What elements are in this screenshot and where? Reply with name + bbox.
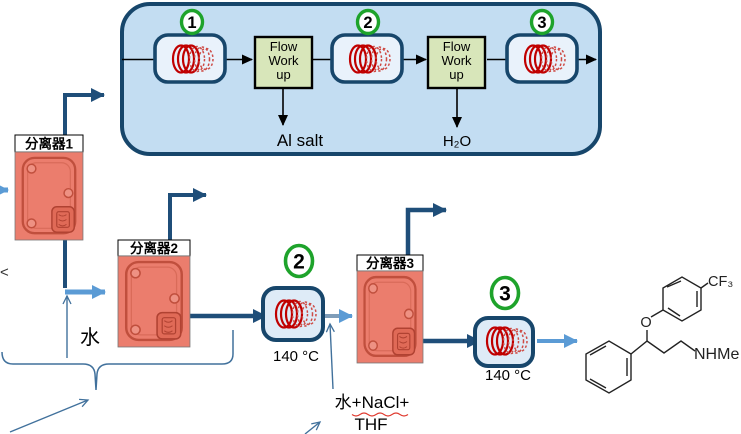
workup2-line3: up — [449, 67, 463, 82]
separator-1-label: 分离器1 — [25, 136, 73, 152]
reactor-2-number: 2 — [293, 251, 305, 274]
separator-2-label: 分离器2 — [130, 240, 178, 256]
reagent-pointer-arrow — [325, 322, 335, 390]
stage-2-number: 2 — [363, 14, 372, 32]
separator3-top-output-arrow — [405, 203, 447, 255]
brace-under-first-stage — [1, 330, 234, 391]
separator2-top-output-arrow — [168, 188, 207, 240]
water-label: 水 — [80, 326, 100, 349]
h2o-label: H₂O — [443, 133, 471, 150]
annotations: 水 水+NaCl+ THF < — [0, 264, 409, 434]
stage-1-number: 1 — [187, 14, 196, 32]
reagent-label-line2: THF — [354, 415, 387, 434]
flow-workup-overview-box: Flow Work up Flow Work up 1 2 3 Al salt … — [120, 2, 602, 156]
reagent-label-line1: 水+NaCl+ — [335, 393, 410, 412]
benzylic-bond — [630, 330, 648, 355]
reactor-2: 2 140 °C — [261, 243, 325, 365]
separator-1: 分离器1 — [13, 134, 85, 242]
overview-stage-badges: 1 2 3 — [179, 8, 555, 36]
overview-coil-reactors — [153, 33, 579, 84]
product-molecule: O CF₃ NHMe — [585, 274, 739, 394]
stage-3-badge — [529, 8, 555, 36]
brace-pointer-arrow — [9, 398, 90, 433]
process-stream-arrows — [0, 88, 578, 348]
clipped-glyph: < — [0, 264, 9, 281]
workup1-line2: Work — [268, 53, 299, 68]
workup1-line3: up — [276, 67, 290, 82]
workup2-line1: Flow — [443, 39, 471, 54]
spellcheck-squiggle — [351, 412, 409, 417]
amine-label: NHMe — [694, 346, 739, 363]
reactor-3-badge — [489, 275, 521, 311]
cf3-aryl-ring — [662, 276, 702, 322]
phenyl-ring-double-bonds — [589, 345, 628, 389]
ether-bond — [650, 309, 664, 318]
phenyl-ring — [585, 340, 632, 394]
clipped-bottom-arrow — [304, 421, 322, 434]
workup1-line1: Flow — [270, 39, 298, 54]
flow-workup-2-box — [426, 35, 487, 90]
reactor-2-badge — [283, 243, 315, 279]
stage-1-badge — [179, 8, 205, 36]
cf3-aryl-double-bonds — [666, 280, 698, 317]
workup2-line2: Work — [441, 53, 472, 68]
al-salt-label: Al salt — [277, 131, 324, 150]
cf3-bond — [700, 282, 709, 289]
stage-2-badge — [355, 8, 381, 36]
separator1-top-output-arrow — [63, 88, 105, 135]
separator-3: 分离器3 — [355, 254, 425, 365]
flow-workup-1-box — [253, 35, 314, 90]
flow-workup-units: Flow Work up Flow Work up — [253, 35, 487, 90]
stage-3-number: 3 — [537, 14, 546, 32]
reactor-2-temperature: 140 °C — [273, 348, 319, 365]
reactor-3: 3 140 °C — [473, 275, 535, 384]
ether-oxygen-label: O — [640, 315, 651, 331]
separator-1-image — [13, 150, 85, 242]
separator-2: 分离器2 — [116, 239, 192, 349]
reactor-3-number: 3 — [499, 283, 511, 306]
cf3-label: CF₃ — [708, 274, 733, 290]
separator-3-label: 分离器3 — [366, 255, 414, 271]
separator-2-image — [116, 254, 192, 349]
amine-chain — [646, 340, 696, 354]
reactor-3-temperature: 140 °C — [485, 367, 531, 384]
separator-3-image — [355, 269, 425, 365]
